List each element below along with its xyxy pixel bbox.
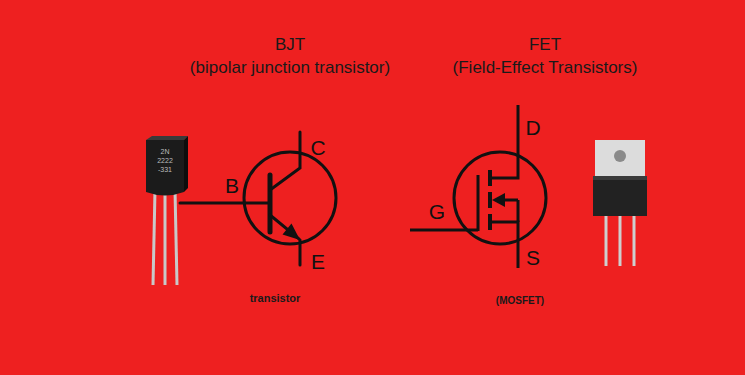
subheading: (Field-Effect Transistors) [453,59,638,78]
part-marking: -331 [158,166,172,174]
pin-name: C [310,136,325,159]
bjt-symbol [180,132,336,265]
pin-name: B [225,174,239,197]
mosfet-symbol [410,105,546,268]
part-marking: 2N [161,148,170,156]
symbol-caption: (MOSFET) [496,295,544,306]
to220-package [593,140,647,266]
pin-name: S [526,246,540,269]
subheading: (bipolar junction transistor) [190,59,390,78]
pin-name: E [311,250,325,273]
heading: BJT [275,36,305,55]
part-marking: 2222 [157,157,173,165]
pin-name: D [525,116,540,139]
pin-name: G [429,200,445,223]
to92-package [146,136,188,285]
heading: FET [529,36,561,55]
symbol-caption: transistor [250,292,301,304]
